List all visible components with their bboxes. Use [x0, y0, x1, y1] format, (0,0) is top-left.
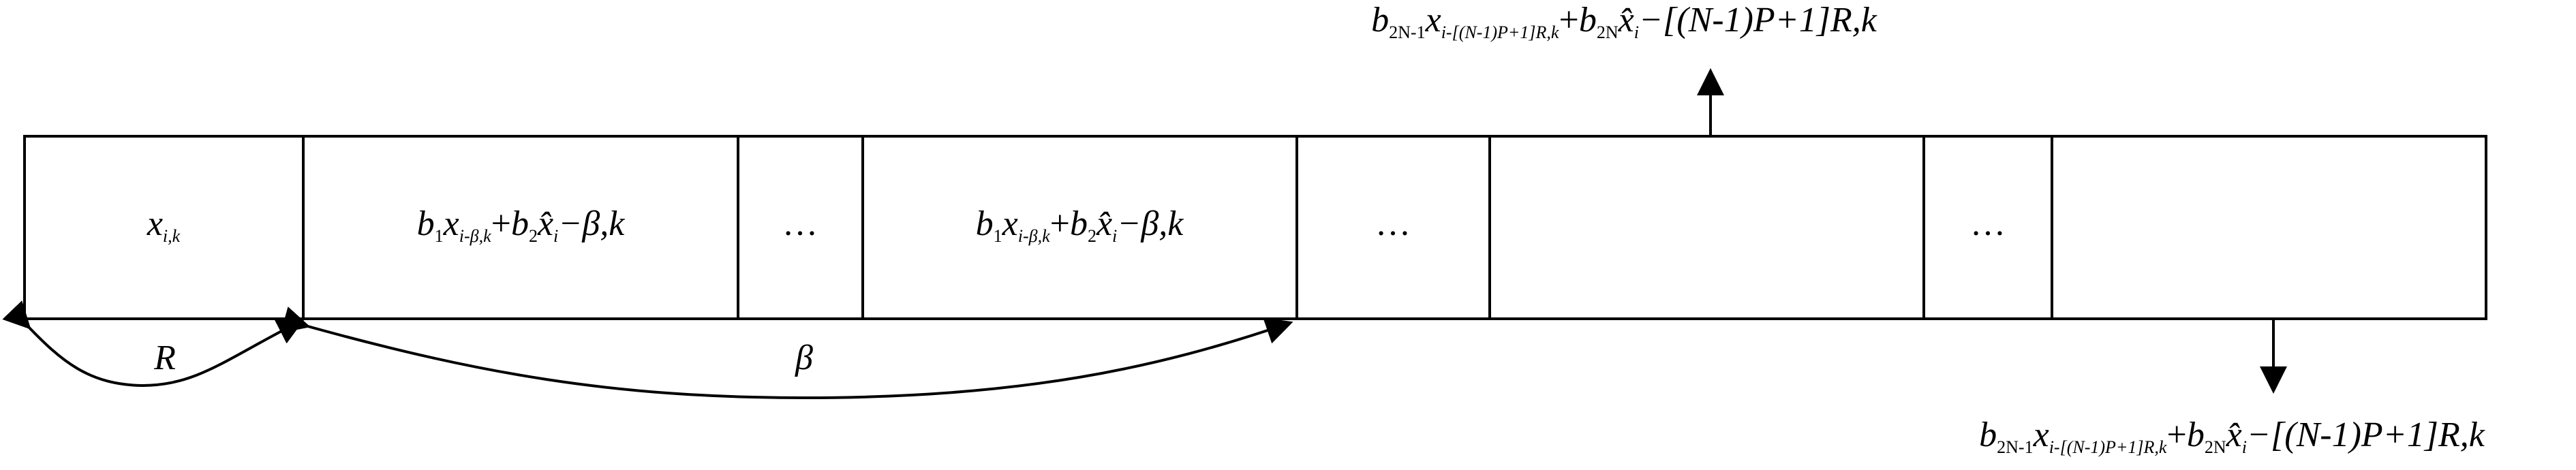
r-label: R [153, 339, 176, 377]
beta-bracket [280, 307, 1293, 400]
cell-3-dots: … [782, 204, 818, 243]
strip-frame [23, 135, 2487, 320]
cell-5-dots: … [1375, 204, 1411, 243]
beta-label: β [795, 339, 813, 377]
memory-strip [23, 135, 2487, 320]
top-formula: b2N-1xi-[(N-1)P+1]R,k+b2Nx̂i−[(N-1)P+1]R… [1371, 1, 1877, 42]
cell-1-label: xi,k [147, 204, 181, 246]
cell-2-label: b1xi-β,k+b2x̂i−β,k [417, 204, 626, 246]
cell-4-label: b1xi-β,k+b2x̂i−β,k [976, 204, 1184, 246]
bottom-formula: b2N-1xi-[(N-1)P+1]R,k+b2Nx̂i−[(N-1)P+1]R… [1979, 416, 2485, 457]
r-bracket [2, 300, 305, 388]
cell-7-dots: … [1970, 204, 2006, 243]
